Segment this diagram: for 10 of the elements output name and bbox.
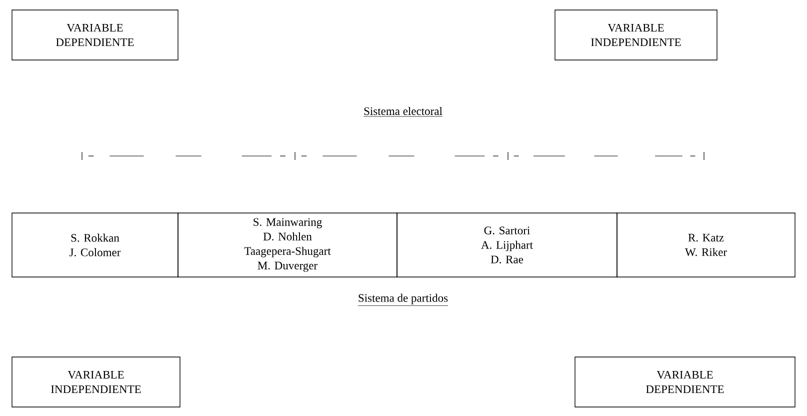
name-box: VARIABLE INDEPENDIENTE: [12, 356, 180, 408]
name-box: VARIABLE INDEPENDIENTE: [554, 10, 718, 60]
name-box: VARIABLE DEPENDIENTE: [574, 356, 796, 408]
name-box: S. Mainwaring D. Nohlen Taagepera-Shugart M. Duverger: [178, 212, 398, 278]
name-box: S. Rokkan J. Colomer: [12, 212, 178, 278]
name-box: R. Katz W. Riker: [616, 212, 796, 278]
section-heading: Sistema de partidos: [358, 294, 448, 306]
section-heading: Sistema electoral: [363, 106, 443, 117]
name-box: G. Sartori A. Lijphart D. Rae: [396, 212, 618, 278]
name-box: VARIABLE DEPENDIENTE: [12, 10, 178, 60]
